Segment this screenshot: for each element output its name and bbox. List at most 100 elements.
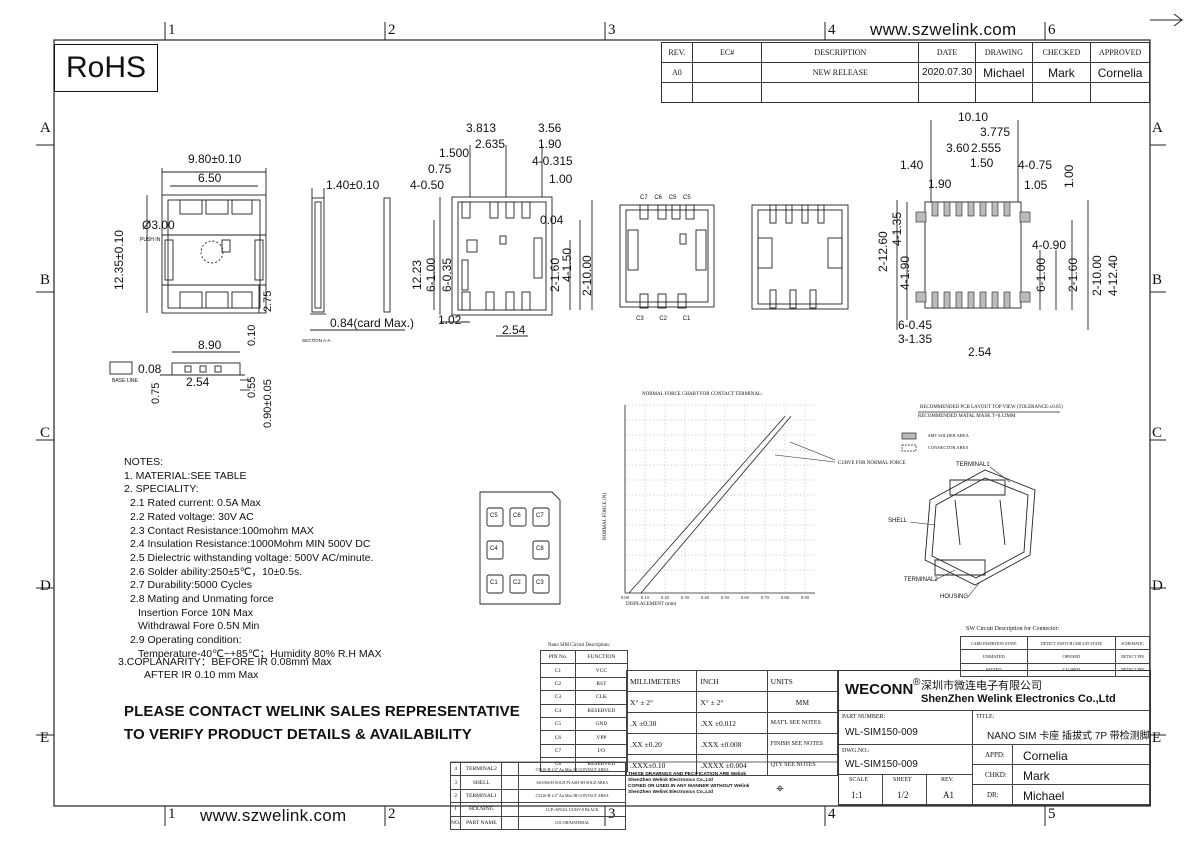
dim-0-08: 0.08 bbox=[138, 362, 162, 376]
sw-table-title: SW Circuit Description for Connector: bbox=[966, 626, 1060, 632]
note-line: 2.8 Mating and Unmating force bbox=[130, 593, 274, 606]
grid-col-3: 3 bbox=[608, 22, 616, 38]
force-series-line-1 bbox=[628, 416, 786, 594]
dim-1-00-top: 1.00 bbox=[549, 172, 573, 186]
ec-header: EC# bbox=[691, 42, 763, 63]
card-contact-c7: C7 bbox=[536, 513, 544, 519]
note-line: 2. SPECIALITY: bbox=[124, 483, 199, 496]
dim-0-04: 0.04 bbox=[540, 213, 564, 227]
projection-symbol-icon: ⌖ bbox=[776, 780, 784, 796]
approved-header: APPROVED bbox=[1090, 42, 1150, 63]
dim-6-1-00-pcb: 6-1.00 bbox=[1034, 257, 1048, 292]
bottom-view-top-pins: C7 C6 C5 C5 bbox=[640, 195, 691, 201]
card-contact-c5: C5 bbox=[490, 513, 498, 519]
website-top[interactable]: www.szwelink.com bbox=[870, 20, 1017, 39]
grid-row-b: B bbox=[40, 272, 51, 288]
section-label: SECTION A-A bbox=[302, 338, 331, 343]
notes-block: NOTES: 1. MATERIAL:SEE TABLE 2. SPECIALI… bbox=[118, 456, 382, 683]
dim-4-0-90: 4-0.90 bbox=[1032, 238, 1067, 252]
legend-smt: SMT SOLDER AREA bbox=[928, 433, 969, 438]
card-contact-c2: C2 bbox=[513, 580, 521, 586]
pcb-layout-subtitle: RECOMMENDED MATAL MASK T=0.12MM bbox=[918, 414, 1016, 419]
rev-label: REV. bbox=[941, 777, 954, 783]
x-tick-label: 0.00 bbox=[621, 595, 629, 600]
drawing-header: DRAWING bbox=[975, 42, 1033, 63]
contact-notice: PLEASE CONTACT WELINK SALES REPRESENTATI… bbox=[124, 700, 520, 746]
contact-line-2: TO VERIFY PRODUCT DETAILS & AVAILABILITY bbox=[124, 726, 472, 743]
force-chart-grid bbox=[624, 404, 815, 593]
dim-3-775: 3.775 bbox=[980, 125, 1011, 139]
company-name-cn: 深圳市微连电子有限公司 bbox=[921, 680, 1042, 692]
grid-row-b-right: B bbox=[1152, 272, 1163, 288]
grid-row-c-right: C bbox=[1152, 425, 1163, 441]
x-tick-label: 0.90 bbox=[801, 595, 809, 600]
dim-4-0-315: 4-0.315 bbox=[532, 154, 573, 168]
note-line: Temperature-40℃~+85℃；Humidity 80% R.H MA… bbox=[138, 647, 382, 660]
grid-row-e: E bbox=[40, 730, 50, 746]
drawing-title: NANO SIM 卡座 插拔式 7P 带检测脚 bbox=[987, 731, 1150, 742]
dim-6-0-35: 6-0.35 bbox=[440, 257, 454, 292]
grid-col-1: 1 bbox=[168, 22, 176, 38]
note-line: 2.5 Dielectric withstanding voltage: 500… bbox=[130, 551, 374, 564]
dim-12-35: 12.35±0.10 bbox=[112, 230, 126, 290]
dim-4-0-50: 4-0.50 bbox=[410, 178, 445, 192]
x-tick-label: 0.40 bbox=[701, 595, 709, 600]
appd-label: APPD: bbox=[985, 751, 1005, 759]
note-line: NOTES: bbox=[124, 456, 164, 468]
card-contact-c4: C4 bbox=[490, 546, 498, 552]
x-tick-label: 0.10 bbox=[641, 595, 649, 600]
dim-6-1-00: 6-1.00 bbox=[424, 257, 438, 292]
card-contact-c3: C3 bbox=[536, 580, 544, 586]
dim-1-00-pcb: 1.00 bbox=[1062, 164, 1076, 188]
website-bottom[interactable]: www.szwelink.com bbox=[200, 806, 347, 825]
description-value: NEW RELEASE bbox=[761, 62, 920, 83]
dim-9-80: 9.80±0.10 bbox=[188, 152, 242, 166]
date-value: 2020.07.30 bbox=[918, 62, 977, 83]
dim-0-75-top: 0.75 bbox=[428, 162, 452, 176]
title-block: WECONN ® 深圳市微连电子有限公司 ShenZhen Welink Ele… bbox=[838, 670, 1151, 806]
dr-value: Michael bbox=[1023, 789, 1065, 803]
company-name-en: ShenZhen Welink Electronics Co.,Ltd bbox=[921, 693, 1116, 705]
ec-value bbox=[691, 62, 763, 83]
dim-10-10: 10.10 bbox=[958, 110, 989, 124]
dim-1-90-pcb: 1.90 bbox=[928, 177, 952, 191]
x-tick-label: 0.60 bbox=[741, 595, 749, 600]
label-shell: SHELL bbox=[888, 518, 908, 524]
dr-label: DR: bbox=[987, 791, 999, 799]
x-tick-label: 0.20 bbox=[661, 595, 669, 600]
note-line: 1. MATERIAL:SEE TABLE bbox=[124, 469, 247, 482]
label-housing: HOUSING bbox=[940, 594, 969, 600]
pin-table-title: Nano SIM Circuit Description: bbox=[548, 643, 611, 648]
dim-0-75: 0.75 bbox=[150, 382, 162, 404]
note-line: Withdrawal Fore 0.5N Min bbox=[138, 620, 260, 633]
dim-2-635: 2.635 bbox=[475, 137, 506, 151]
push-in-label: PUSH IN bbox=[140, 237, 161, 243]
grid-col-bottom-5: 5 bbox=[1048, 806, 1056, 822]
dim-4-12-40: 4-12.40 bbox=[1106, 255, 1120, 296]
grid-row-c: C bbox=[40, 425, 51, 441]
dim-0-90: 0.90±0.05 bbox=[262, 379, 274, 428]
dim-4-0-75: 4-0.75 bbox=[1018, 158, 1053, 172]
sheet-label: SHEET bbox=[893, 777, 912, 783]
dim-3-56: 3.56 bbox=[538, 121, 562, 135]
scale-label: SCALE bbox=[849, 777, 869, 783]
grid-col-bottom-4: 4 bbox=[828, 806, 836, 822]
card-contact-c8: C8 bbox=[536, 546, 544, 552]
chart-ylabel: NORMAL FORCE (N) bbox=[603, 492, 608, 540]
note-line: AFTER IR 0.10 mm Max bbox=[144, 669, 259, 682]
side-view bbox=[310, 188, 405, 331]
dim-3-813: 3.813 bbox=[466, 121, 497, 135]
checked-value: Mark bbox=[1031, 62, 1092, 83]
drawing-value: Michael bbox=[975, 62, 1033, 83]
